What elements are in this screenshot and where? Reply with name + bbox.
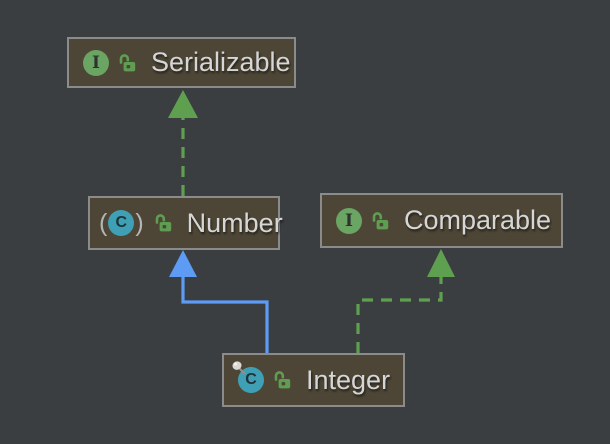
interface-icon: I	[83, 49, 109, 76]
interface-icon: I	[336, 207, 362, 234]
node-label: Comparable	[404, 205, 552, 235]
unlock-icon	[119, 53, 136, 71]
edge-Integer-Comparable-realization[interactable]	[356, 275, 443, 353]
node-Number[interactable]: (C) Number	[88, 196, 283, 250]
node-Serializable[interactable]: I Serializable	[67, 37, 296, 88]
node-label: Number	[186, 207, 283, 238]
node-Integer[interactable]: C Integer	[222, 353, 405, 407]
node-icons: C	[232, 361, 291, 393]
node-icons: I	[83, 49, 136, 76]
edge-arrowhead-Number-Serializable[interactable]	[168, 90, 198, 118]
unlock-icon	[274, 371, 291, 389]
node-icons: I	[336, 207, 389, 234]
node-Comparable[interactable]: I Comparable	[320, 193, 563, 248]
abstract-class-icon: (C)	[98, 210, 145, 236]
edge-Integer-Number-generalization[interactable]	[181, 275, 269, 353]
node-label: Integer	[306, 364, 391, 395]
node-icons: (C)	[99, 210, 172, 236]
class-icon: C	[108, 210, 135, 236]
class-icon: C	[238, 367, 264, 393]
final-pin-icon	[232, 361, 246, 375]
node-label: Serializable	[151, 47, 291, 77]
edge-arrowhead-Integer-Number[interactable]	[169, 250, 197, 277]
abstract-paren-right: )	[135, 209, 144, 237]
final-class-icon: C	[232, 361, 264, 393]
abstract-paren-left: (	[99, 209, 108, 237]
edge-arrowhead-Integer-Comparable[interactable]	[427, 249, 455, 277]
unlock-icon	[155, 214, 171, 232]
unlock-icon	[372, 211, 389, 229]
